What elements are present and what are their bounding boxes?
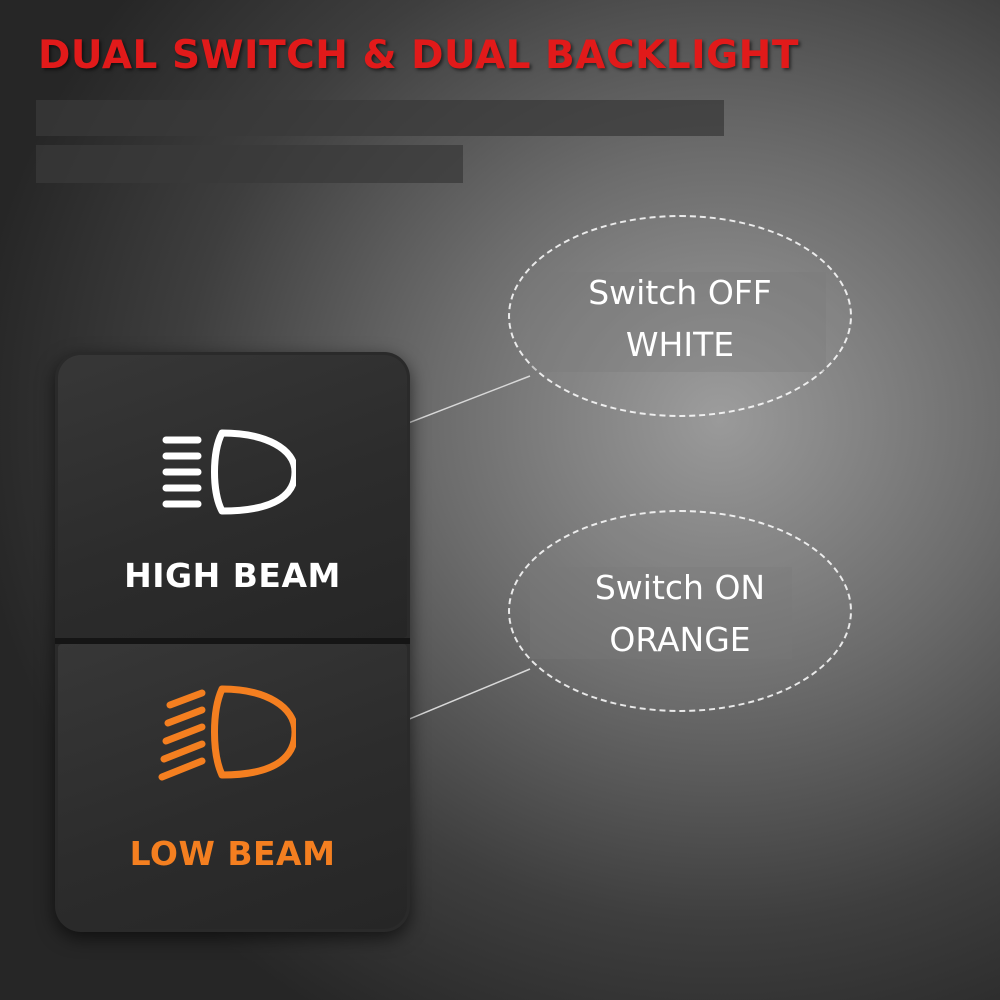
callout-text: Switch ON ORANGE — [510, 562, 850, 666]
low-beam-label: LOW BEAM — [129, 834, 336, 873]
high-beam-headlight-icon — [162, 429, 296, 515]
callout-text: Switch OFF WHITE — [510, 267, 850, 371]
high-beam-switch-panel[interactable]: HIGH BEAM — [58, 355, 407, 638]
callout-switch-on: Switch ON ORANGE — [508, 510, 852, 712]
callout-color: WHITE — [625, 325, 735, 364]
high-beam-label: HIGH BEAM — [124, 556, 341, 595]
redacted-text-bar — [36, 100, 724, 136]
headline: DUAL SWITCH & DUAL BACKLIGHT — [38, 33, 799, 78]
redacted-text-bar — [36, 145, 463, 183]
low-beam-headlight-icon — [158, 685, 296, 781]
callout-state: Switch ON — [594, 568, 766, 607]
switch-divider — [55, 638, 410, 644]
callout-color: ORANGE — [609, 620, 751, 659]
redaction-patch — [530, 567, 792, 659]
callout-switch-off: Switch OFF WHITE — [508, 215, 852, 417]
low-beam-switch-panel[interactable]: LOW BEAM — [58, 644, 407, 929]
callout-state: Switch OFF — [588, 273, 772, 312]
redaction-patch — [530, 272, 826, 372]
dual-rocker-switch: HIGH BEAM LOW BEAM — [55, 352, 410, 932]
